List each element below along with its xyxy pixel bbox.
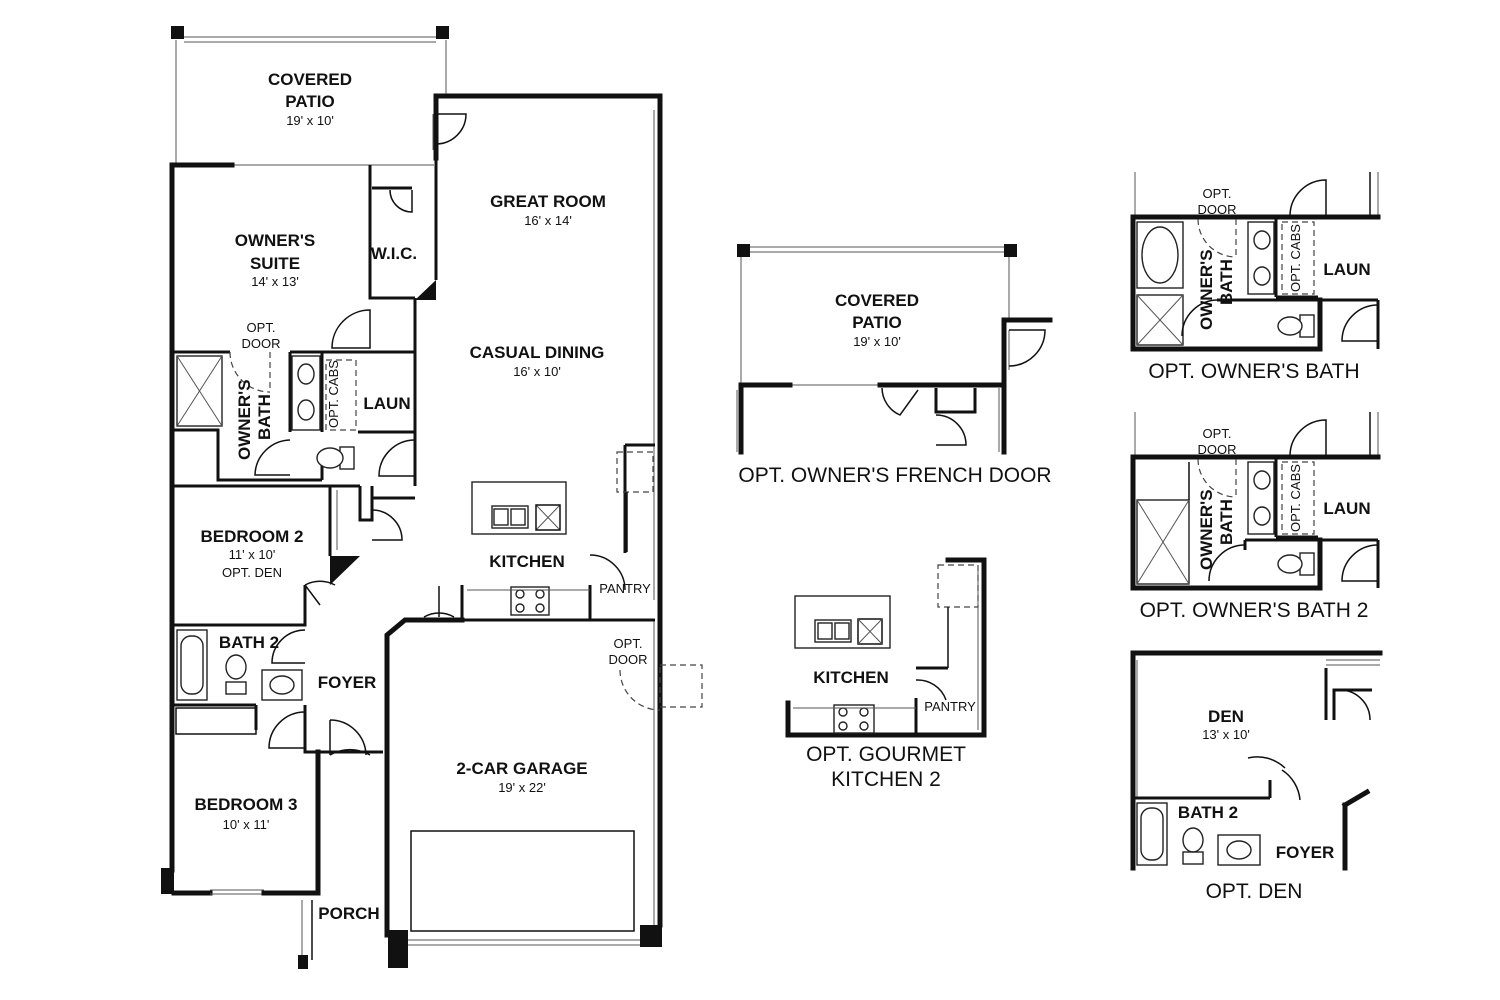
doors-and-fixtures bbox=[175, 113, 703, 756]
den-caption: OPT. DEN bbox=[1206, 880, 1303, 903]
owners-suite-dims: 14' x 13' bbox=[251, 274, 299, 289]
covered-patio-dims: 19' x 10' bbox=[286, 113, 334, 128]
opt-bath-laun: LAUN bbox=[1323, 260, 1370, 279]
option-den: DEN 13' x 10' BATH 2 FOYER OPT. DEN bbox=[1130, 650, 1383, 903]
bedroom2-sub: OPT. DEN bbox=[222, 565, 282, 580]
opt-bath2-label-1: OWNER'S bbox=[1197, 489, 1216, 570]
bedroom2-label: BEDROOM 2 bbox=[201, 527, 304, 546]
french-door-patio-dims: 19' x 10' bbox=[853, 334, 901, 349]
opt-bath2-laun: LAUN bbox=[1323, 499, 1370, 518]
opt-bath2-door-line1: OPT. bbox=[1203, 426, 1232, 441]
garage-dims: 19' x 22' bbox=[498, 780, 546, 795]
option-owners-bath: OPT. DOOR OWNER'S BATH OPT. CABS LAUN OP… bbox=[1130, 172, 1381, 383]
casual-dining-dims: 16' x 10' bbox=[513, 364, 561, 379]
laun-label: LAUN bbox=[363, 394, 410, 413]
opt-bath2-caption: OPT. OWNER'S BATH 2 bbox=[1140, 599, 1369, 622]
french-door-patio-label-1: COVERED bbox=[835, 291, 919, 310]
opt-bath-caption: OPT. OWNER'S BATH bbox=[1148, 360, 1359, 383]
french-door-patio-label-2: PATIO bbox=[852, 313, 901, 332]
bedroom3-dims: 10' x 11' bbox=[223, 817, 270, 832]
wic-label: W.I.C. bbox=[371, 244, 417, 263]
bedroom2-dims: 11' x 10' bbox=[229, 547, 276, 562]
opt-bath2-label-2: BATH bbox=[1217, 499, 1236, 545]
main-plan-labels: COVERED PATIO 19' x 10' GREAT ROOM 16' x… bbox=[195, 70, 652, 923]
opt-bath-label-2: BATH bbox=[1217, 259, 1236, 305]
owners-suite-label-2: SUITE bbox=[250, 254, 300, 273]
french-door-caption: OPT. OWNER'S FRENCH DOOR bbox=[738, 464, 1051, 487]
opt-bath-door-line1: OPT. bbox=[1203, 186, 1232, 201]
gourmet-kitchen-label: KITCHEN bbox=[813, 668, 889, 687]
porch-label: PORCH bbox=[318, 904, 379, 923]
opt-bath-label-1: OWNER'S bbox=[1197, 249, 1216, 330]
opt-door-line1: OPT. bbox=[247, 320, 276, 335]
opt-bath-cabs: OPT. CABS bbox=[1288, 224, 1303, 292]
owners-suite-label-1: OWNER'S bbox=[235, 231, 316, 250]
option-owners-bath-2: OPT. DOOR OWNER'S BATH OPT. CABS LAUN OP… bbox=[1130, 412, 1381, 622]
den-foyer-label: FOYER bbox=[1276, 843, 1335, 862]
great-room-dims: 16' x 14' bbox=[524, 213, 572, 228]
opt-bath2-door-line2: DOOR bbox=[1198, 442, 1237, 457]
covered-patio-area bbox=[171, 26, 449, 166]
den-label: DEN bbox=[1208, 707, 1244, 726]
bedroom3-label: BEDROOM 3 bbox=[195, 795, 298, 814]
exterior-walls bbox=[161, 93, 663, 969]
gourmet-caption-2: KITCHEN 2 bbox=[831, 768, 941, 791]
garage-opt-door-line1: OPT. bbox=[614, 636, 643, 651]
opt-bath-door-line2: DOOR bbox=[1198, 202, 1237, 217]
covered-patio-label-2: PATIO bbox=[285, 92, 334, 111]
pantry-label: PANTRY bbox=[599, 581, 651, 596]
option-gourmet-kitchen: KITCHEN PANTRY OPT. GOURMET KITCHEN 2 bbox=[785, 557, 987, 791]
covered-patio-label-1: COVERED bbox=[268, 70, 352, 89]
bath2-label: BATH 2 bbox=[219, 633, 279, 652]
owners-bath-label-1: OWNER'S bbox=[235, 379, 254, 460]
gourmet-caption-1: OPT. GOURMET bbox=[806, 743, 966, 766]
den-bath-label: BATH 2 bbox=[1178, 803, 1238, 822]
garage-opt-door-line2: DOOR bbox=[609, 652, 648, 667]
kitchen-label: KITCHEN bbox=[489, 552, 565, 571]
opt-bath2-cabs: OPT. CABS bbox=[1288, 464, 1303, 532]
garage-label: 2-CAR GARAGE bbox=[456, 759, 587, 778]
casual-dining-label: CASUAL DINING bbox=[470, 343, 605, 362]
main-floor-plan bbox=[161, 26, 703, 969]
opt-cabs-label: OPT. CABS bbox=[326, 360, 341, 428]
foyer-label: FOYER bbox=[318, 673, 377, 692]
opt-door-line2: DOOR bbox=[242, 336, 281, 351]
owners-bath-label-2: BATH bbox=[255, 394, 274, 440]
great-room-label: GREAT ROOM bbox=[490, 192, 606, 211]
gourmet-pantry-label: PANTRY bbox=[924, 699, 976, 714]
den-dims: 13' x 10' bbox=[1202, 727, 1250, 742]
interior-walls bbox=[174, 158, 655, 754]
option-french-door: COVERED PATIO 19' x 10' OPT. OWNER'S FRE… bbox=[736, 244, 1053, 487]
